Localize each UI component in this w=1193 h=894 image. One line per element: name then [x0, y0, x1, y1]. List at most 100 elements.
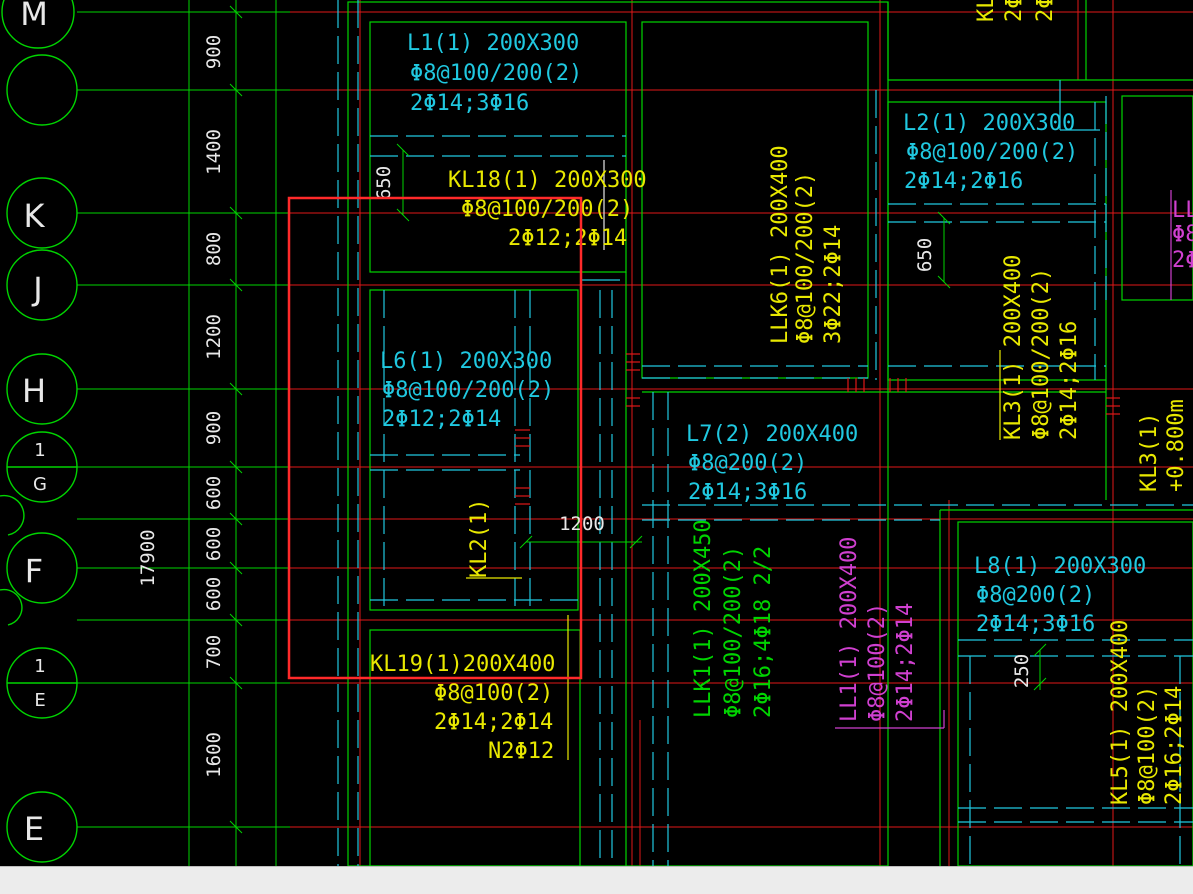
svg-text:1400: 1400 — [203, 129, 225, 175]
svg-text:Φ8@200(2): Φ8@200(2) — [976, 583, 1095, 608]
svg-text:900: 900 — [203, 35, 225, 69]
grid-axis-K: K — [24, 197, 46, 235]
svg-text:Φ8@100/200(2): Φ8@100/200(2) — [1029, 268, 1054, 440]
svg-text:2Φ16;2Φ14: 2Φ16;2Φ14 — [1162, 686, 1187, 805]
leader-lines — [466, 160, 1172, 760]
svg-text:LL1(1) 200X400: LL1(1) 200X400 — [837, 537, 862, 722]
svg-text:+0.800m: +0.800m — [1164, 399, 1189, 492]
svg-text:600: 600 — [203, 577, 225, 611]
svg-text:900: 900 — [203, 411, 225, 445]
svg-text:KL18(1) 200X300: KL18(1) 200X300 — [448, 168, 647, 193]
svg-text:Φ8@100/200(2): Φ8@100/200(2) — [793, 172, 818, 344]
svg-text:1600: 1600 — [203, 732, 225, 778]
svg-text:800: 800 — [203, 232, 225, 266]
beam-L6-label: L6(1) 200X300 Φ8@100/200(2) 2Φ12;2Φ14 — [380, 349, 554, 432]
beam-lines-cyan — [337, 0, 1193, 866]
svg-text:N2Φ12: N2Φ12 — [488, 739, 554, 764]
grid-axis-1G-bottom: G — [33, 474, 47, 495]
svg-text:KL3(1) 200X400: KL3(1) 200X400 — [1001, 255, 1026, 440]
svg-text:KL3(1): KL3(1) — [1137, 413, 1162, 492]
clipped-right-labels: LL Φ8 2Φ — [1172, 198, 1193, 273]
beam-L8-label: L8(1) 200X300 Φ8@200(2) 2Φ14;3Φ16 — [974, 554, 1146, 637]
svg-text:2Φ: 2Φ — [1033, 0, 1058, 22]
svg-text:250: 250 — [1011, 654, 1033, 688]
rebar-ticks — [515, 353, 1120, 505]
beam-KL19-label: KL19(1)200X400 Φ8@100(2) 2Φ14;2Φ14 N2Φ12 — [370, 652, 555, 764]
svg-text:L6(1) 200X300: L6(1) 200X300 — [380, 349, 552, 374]
grid-axis-J: J — [31, 270, 42, 308]
axis-lines-red — [290, 0, 1193, 866]
svg-text:2Φ: 2Φ — [1172, 248, 1193, 273]
svg-text:2Φ14;2Φ16: 2Φ14;2Φ16 — [1057, 321, 1082, 440]
svg-text:600: 600 — [203, 527, 225, 561]
svg-text:Φ8@100/200(2): Φ8@100/200(2) — [382, 378, 554, 403]
grid-axis-1G-top: 1 — [34, 440, 45, 461]
grid-axis-1E-top: 1 — [34, 656, 45, 677]
beam-L2-label: L2(1) 200X300 Φ8@100/200(2) 2Φ14;2Φ16 — [903, 111, 1078, 194]
beam-L7-label: L7(2) 200X400 Φ8@200(2) 2Φ14;3Φ16 — [686, 422, 858, 505]
svg-text:KL5(1) 200X400: KL5(1) 200X400 — [1108, 620, 1133, 805]
beam-L1-label: L1(1) 200X300 Φ8@100/200(2) 2Φ14;3Φ16 — [407, 31, 582, 116]
svg-text:2Φ16;4Φ18 2/2: 2Φ16;4Φ18 2/2 — [751, 546, 776, 718]
svg-text:2Φ12;2Φ14: 2Φ12;2Φ14 — [382, 407, 501, 432]
beam-KL3-elevation-label: KL3(1) +0.800m — [1137, 399, 1189, 492]
cad-drawing-canvas[interactable]: M K J H 1 G F 1 E E — [0, 0, 1193, 866]
svg-text:KL2(1): KL2(1) — [467, 499, 492, 578]
inner-dimension-labels: 650 650 1200 250 — [373, 166, 1033, 688]
svg-text:600: 600 — [203, 476, 225, 510]
svg-text:L2(1) 200X300: L2(1) 200X300 — [903, 111, 1075, 136]
svg-text:2Φ14;3Φ16: 2Φ14;3Φ16 — [976, 612, 1095, 637]
grid-axis-labels: M K J H 1 G F 1 E E — [20, 0, 48, 848]
svg-text:Φ8@100/200(2): Φ8@100/200(2) — [906, 140, 1078, 165]
svg-text:L8(1) 200X300: L8(1) 200X300 — [974, 554, 1146, 579]
grid-axis-H: H — [22, 372, 46, 410]
svg-text:2Φ12;2Φ14: 2Φ12;2Φ14 — [508, 226, 627, 251]
grid-axis-M: M — [20, 0, 48, 33]
svg-text:Φ8@100/200(2): Φ8@100/200(2) — [721, 546, 746, 718]
selection-rectangle[interactable] — [287, 196, 583, 680]
svg-text:LL: LL — [1172, 198, 1193, 223]
beam-annotations: L1(1) 200X300 Φ8@100/200(2) 2Φ14;3Φ16 KL… — [370, 0, 1193, 805]
grid-axis-E: E — [24, 810, 44, 848]
svg-text:LLK1(1) 200X450: LLK1(1) 200X450 — [691, 519, 716, 718]
beam-outlines-green — [347, 0, 1193, 866]
svg-text:LLK6(1) 200X400: LLK6(1) 200X400 — [768, 145, 793, 344]
dimension-lines — [188, 0, 277, 866]
svg-text:3Φ22;2Φ14: 3Φ22;2Φ14 — [821, 225, 846, 344]
svg-text:2Φ14;2Φ16: 2Φ14;2Φ16 — [904, 169, 1023, 194]
svg-text:650: 650 — [373, 166, 395, 200]
beam-LLK1-label: LLK1(1) 200X450 Φ8@100/200(2) 2Φ16;4Φ18 … — [691, 519, 776, 718]
inner-dimension-lines — [396, 143, 1047, 691]
grid-axis-F: F — [25, 552, 43, 590]
dimension-labels: 900 1400 800 1200 900 600 600 600 700 16… — [137, 35, 225, 778]
grid-axis-bubbles — [0, 0, 78, 863]
svg-text:Φ8: Φ8 — [1172, 222, 1193, 247]
svg-text:Φ8@200(2): Φ8@200(2) — [688, 451, 807, 476]
beam-LL1-label: LL1(1) 200X400 Φ8@100(2) 2Φ14;2Φ14 — [837, 537, 918, 722]
svg-text:2Φ14;2Φ14: 2Φ14;2Φ14 — [434, 710, 553, 735]
svg-text:L1(1) 200X300: L1(1) 200X300 — [407, 31, 579, 56]
beam-LLK6-label: LLK6(1) 200X400 Φ8@100/200(2) 3Φ22;2Φ14 — [768, 145, 846, 344]
svg-text:2Φ14;3Φ16: 2Φ14;3Φ16 — [410, 91, 529, 116]
svg-text:Φ8@100(2): Φ8@100(2) — [434, 681, 553, 706]
clipped-top-labels: KL 2Φ 2Φ — [974, 0, 1058, 22]
svg-text:Φ8@100/200(2): Φ8@100/200(2) — [461, 197, 633, 222]
total-dimension: 17900 — [137, 529, 159, 586]
svg-text:KL19(1)200X400: KL19(1)200X400 — [370, 652, 555, 677]
cad-viewport[interactable]: M K J H 1 G F 1 E E — [0, 0, 1193, 866]
svg-text:2Φ14;2Φ14: 2Φ14;2Φ14 — [893, 603, 918, 722]
beam-KL18-label: KL18(1) 200X300 Φ8@100/200(2) 2Φ12;2Φ14 — [448, 168, 647, 251]
svg-text:Φ8@100/200(2): Φ8@100/200(2) — [410, 61, 582, 86]
svg-text:L7(2) 200X400: L7(2) 200X400 — [686, 422, 858, 447]
svg-text:1200: 1200 — [203, 314, 225, 360]
svg-text:Φ8@100(2): Φ8@100(2) — [1135, 686, 1160, 805]
svg-text:KL: KL — [974, 0, 999, 22]
status-bar — [0, 866, 1193, 894]
beam-KL5-label: KL5(1) 200X400 Φ8@100(2) 2Φ16;2Φ14 — [1108, 620, 1187, 805]
grid-axis-1E-bottom: E — [34, 690, 45, 711]
svg-text:Φ8@100(2): Φ8@100(2) — [865, 603, 890, 722]
svg-text:2Φ14;3Φ16: 2Φ14;3Φ16 — [688, 480, 807, 505]
svg-text:700: 700 — [203, 635, 225, 669]
beam-KL2-label: KL2(1) — [467, 499, 492, 578]
svg-text:650: 650 — [914, 238, 936, 272]
